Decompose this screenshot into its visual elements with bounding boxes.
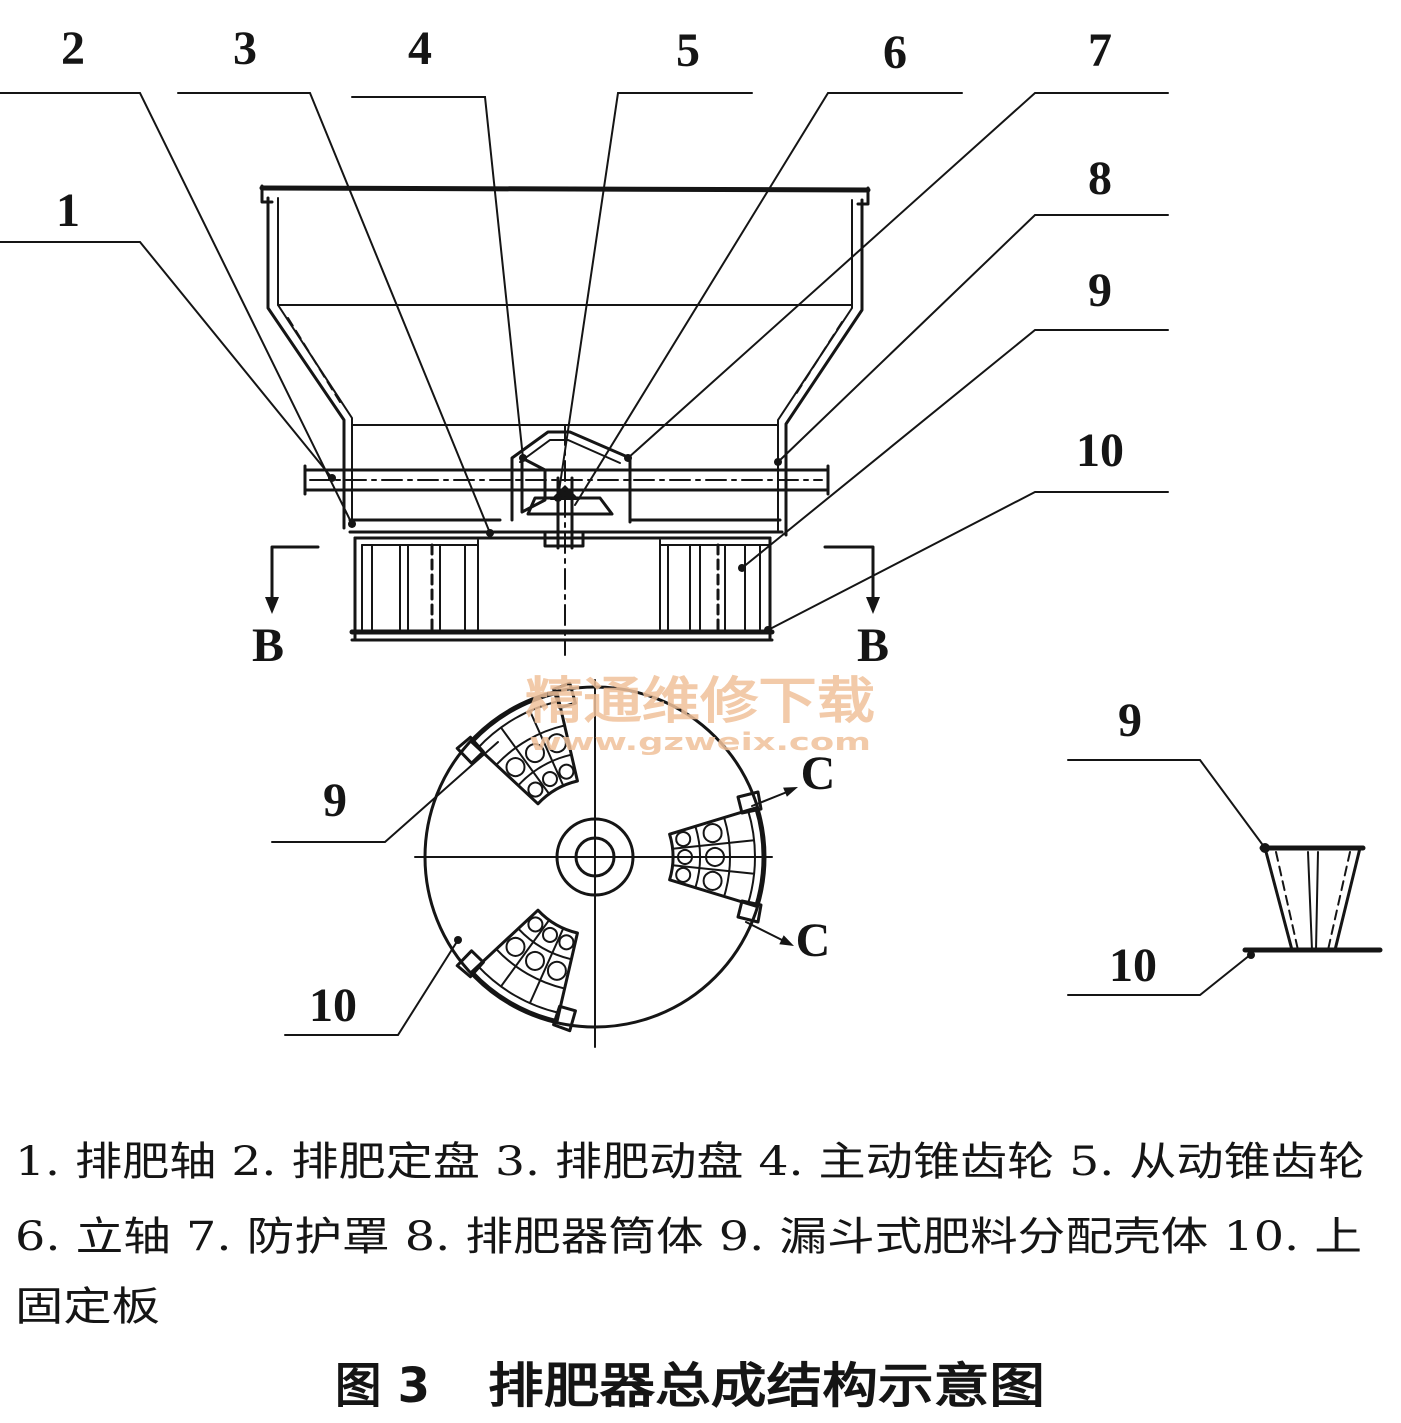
callout-3: 3 bbox=[233, 22, 257, 75]
section-c-bottom-label: C bbox=[796, 914, 831, 967]
protective-cover-inner bbox=[519, 439, 621, 464]
plan-callout-9: 9 bbox=[323, 774, 347, 827]
protective-cover bbox=[510, 430, 632, 524]
section-c-bottom-line bbox=[745, 921, 789, 944]
callout-10: 10 bbox=[1076, 424, 1124, 477]
detail-callout-9: 9 bbox=[1118, 694, 1142, 747]
leader-line-1 bbox=[0, 241, 333, 479]
leader-line-7 bbox=[627, 92, 1169, 459]
detail-leader-line-10 bbox=[1067, 954, 1251, 996]
watermark-text: 精通维修下载 bbox=[525, 672, 875, 730]
section-b-left-arrow bbox=[265, 597, 279, 614]
plan-leader-dot-10 bbox=[454, 936, 462, 944]
hopper-taper-hidden-lines bbox=[287, 317, 843, 403]
legend-line-2: 6. 立轴 7. 防护罩 8. 排肥器筒体 9. 漏斗式肥料分配壳体 10. 上 bbox=[15, 1214, 1362, 1260]
legend-line-3: 固定板 bbox=[15, 1284, 160, 1330]
section-mark-b-left: B bbox=[252, 545, 320, 672]
plan-leader-line-10 bbox=[284, 939, 459, 1036]
funnel-outer-walls bbox=[1263, 846, 1362, 952]
legend: 1. 排肥轴 2. 排肥定盘 3. 排肥动盘 4. 主动锥齿轮 5. 从动锥齿轮… bbox=[15, 1139, 1365, 1330]
callout-4: 4 bbox=[408, 22, 432, 75]
detail-view: 9 10 bbox=[1067, 694, 1383, 996]
callout-8: 8 bbox=[1088, 152, 1112, 205]
leader-line-4 bbox=[351, 96, 524, 459]
section-c-top-arrow bbox=[783, 787, 798, 797]
callout-6: 6 bbox=[883, 26, 907, 79]
leader-line-6 bbox=[574, 92, 963, 506]
legend-line-1: 1. 排肥轴 2. 排肥定盘 3. 排肥动盘 4. 主动锥齿轮 5. 从动锥齿轮 bbox=[15, 1139, 1365, 1185]
leader-line-3 bbox=[177, 92, 491, 534]
hub-bore bbox=[574, 836, 616, 878]
hopper bbox=[259, 184, 871, 537]
hopper-left-wall-outer bbox=[266, 196, 346, 530]
section-b-right-label: B bbox=[857, 619, 889, 672]
figure-number: 图 3 bbox=[335, 1358, 430, 1414]
callout-5: 5 bbox=[676, 24, 700, 77]
section-mark-b-right: B bbox=[823, 545, 889, 672]
funnel-wall-hatching bbox=[1275, 851, 1351, 951]
elevation-view: B B 1 2 3 4 5 6 7 8 bbox=[0, 22, 1169, 672]
section-b-left-line bbox=[270, 545, 320, 602]
section-mark-c-top: C bbox=[751, 747, 836, 807]
lower-funnel-housings bbox=[349, 536, 775, 642]
vertical-shaft bbox=[556, 476, 574, 550]
leader-line-5 bbox=[557, 92, 753, 499]
section-mark-c-bottom: C bbox=[745, 914, 831, 967]
plan-view: C C 9 10 bbox=[271, 677, 836, 1048]
figure-title: 排肥器总成结构示意图 bbox=[488, 1358, 1045, 1414]
callout-1: 1 bbox=[56, 184, 80, 237]
section-b-left-label: B bbox=[252, 619, 284, 672]
housing-ribs bbox=[361, 539, 761, 633]
funnel-center-lines bbox=[1307, 851, 1319, 951]
figure-caption: 图 3 排肥器总成结构示意图 bbox=[335, 1358, 1045, 1414]
callout-2: 2 bbox=[61, 22, 85, 75]
section-c-top-label: C bbox=[801, 747, 836, 800]
elevation-callouts: 1 2 3 4 5 6 7 8 9 10 bbox=[56, 22, 1124, 477]
watermark-url: www.gzweix.com bbox=[529, 728, 871, 756]
leader-line-10 bbox=[767, 491, 1169, 631]
elevation-leaders bbox=[0, 92, 1169, 634]
section-b-right-arrow bbox=[866, 597, 880, 614]
hub-outer-ring bbox=[555, 817, 635, 897]
driving-bevel-gear bbox=[520, 456, 547, 514]
leader-line-2 bbox=[0, 92, 353, 525]
housing-hidden-ribs bbox=[430, 543, 720, 634]
callout-9: 9 bbox=[1088, 264, 1112, 317]
plan-center-lines bbox=[414, 679, 773, 1048]
plan-callout-10: 10 bbox=[309, 979, 357, 1032]
callout-7: 7 bbox=[1088, 24, 1112, 77]
leader-line-8 bbox=[777, 214, 1169, 463]
section-b-right-line bbox=[823, 545, 875, 602]
hopper-top-rim bbox=[259, 185, 871, 193]
leader-line-9 bbox=[741, 329, 1169, 569]
detail-leader-line-9 bbox=[1067, 759, 1266, 849]
detail-callout-10: 10 bbox=[1109, 939, 1157, 992]
housing-outline bbox=[350, 536, 774, 642]
plan-leader-line-9 bbox=[271, 741, 499, 843]
section-c-bottom-arrow bbox=[779, 935, 794, 946]
watermark: 精通维修下载 www.gzweix.com bbox=[525, 672, 875, 756]
